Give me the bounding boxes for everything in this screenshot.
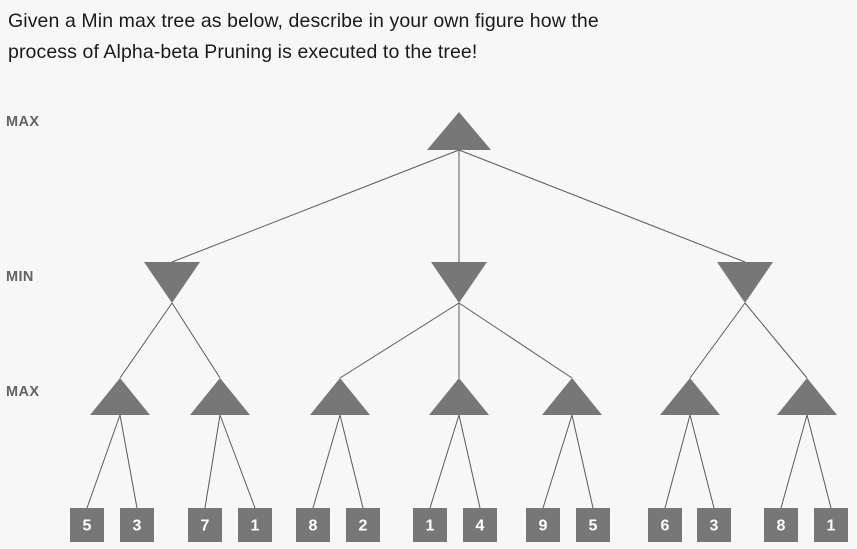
level-label-max: MAX	[6, 114, 39, 130]
leaf-node-box	[120, 508, 154, 542]
leaf-node-box	[814, 508, 848, 542]
tree-edge	[339, 302, 460, 379]
tree-node-max	[310, 378, 370, 415]
tree-node-min	[717, 262, 773, 303]
leaf-node-box	[463, 508, 497, 542]
tree-edge	[339, 414, 364, 509]
tree-node-min	[431, 262, 487, 303]
tree-edge	[664, 414, 691, 509]
tree-nodes	[90, 112, 837, 415]
tree-edge	[458, 302, 573, 379]
tree-edge	[542, 414, 573, 509]
tree-node-max	[190, 378, 250, 415]
tree-edges	[86, 149, 832, 509]
leaf-node-value: 6	[661, 518, 670, 535]
leaf-node-value: 4	[476, 518, 485, 535]
leaf-node-box	[238, 508, 272, 542]
tree-edge	[219, 414, 256, 509]
leaf-node-box	[70, 508, 104, 542]
level-labels: MAX MIN MAX	[6, 114, 39, 400]
tree-node-max	[660, 378, 720, 415]
leaf-node-value: 2	[359, 518, 368, 535]
tree-edge	[744, 302, 808, 379]
tree-node-max	[429, 378, 489, 415]
leaf-node-box	[576, 508, 610, 542]
leaf-node-value: 3	[710, 518, 719, 535]
tree-edge	[86, 414, 121, 509]
tree-edge	[780, 414, 808, 509]
tree-node-max	[90, 378, 150, 415]
question-line-1: Given a Min max tree as below, describe …	[8, 10, 599, 32]
tree-edge	[458, 414, 481, 509]
tree-node-min	[144, 262, 200, 303]
leaf-node-value: 3	[133, 518, 142, 535]
level-label-max: MAX	[6, 384, 39, 400]
leaf-node-box	[413, 508, 447, 542]
tree-edge	[806, 414, 832, 509]
tree-edge	[689, 302, 746, 379]
tree-node-max	[542, 378, 602, 415]
leaf-node-value: 8	[777, 518, 786, 535]
tree-node-max	[777, 378, 837, 415]
tree-edge	[119, 302, 173, 379]
level-label-min: MIN	[6, 269, 34, 285]
leaf-node-value: 1	[251, 518, 260, 535]
tree-edge	[119, 414, 138, 509]
leaf-node-value: 8	[309, 518, 318, 535]
tree-edge	[429, 414, 460, 509]
leaf-node-value: 1	[426, 518, 435, 535]
tree-node-max	[427, 112, 491, 150]
leaf-node-value: 1	[827, 518, 836, 535]
tree-edge	[689, 414, 715, 509]
tree-leaves: 5 3 7 1 8 2 1 4 9 5 6 3 8 1	[70, 508, 848, 542]
tree-edge	[312, 414, 341, 509]
question-line-2: process of Alpha-beta Pruning is execute…	[8, 41, 478, 63]
leaf-node-value: 9	[539, 518, 548, 535]
question-prompt: Given a Min max tree as below, describe …	[8, 0, 853, 68]
tree-edge	[204, 414, 221, 509]
leaf-node-value: 5	[589, 518, 598, 535]
leaf-node-box	[697, 508, 731, 542]
leaf-node-box	[296, 508, 330, 542]
leaf-node-box	[188, 508, 222, 542]
leaf-node-box	[764, 508, 798, 542]
leaf-node-box	[648, 508, 682, 542]
leaf-node-value: 5	[83, 518, 92, 535]
tree-edge	[171, 302, 221, 379]
leaf-node-box	[346, 508, 380, 542]
tree-edge	[171, 149, 460, 263]
leaf-node-box	[526, 508, 560, 542]
leaf-node-value: 7	[201, 518, 210, 535]
tree-edge	[458, 149, 746, 263]
tree-edge	[571, 414, 594, 509]
